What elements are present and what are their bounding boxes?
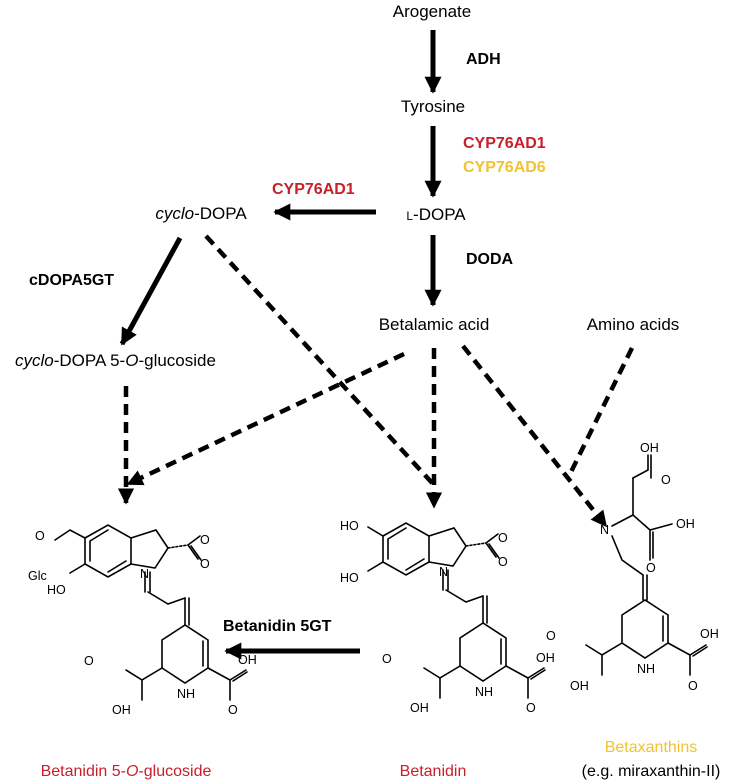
caption-betanidin: Betanidin bbox=[400, 763, 467, 780]
structure-betanin: Glc O HO N O O NH OH OH O O bbox=[28, 524, 257, 717]
caption-betanin: Betanidin 5-O-glucoside bbox=[41, 763, 212, 780]
cyclo-rest: -DOPA bbox=[194, 204, 247, 223]
glucoside-o: O bbox=[125, 351, 138, 370]
atom-o-carbonyl-glc: O bbox=[200, 557, 210, 571]
atom-ho-glc: HO bbox=[47, 583, 66, 597]
enzyme-cyp76ad6: CYP76AD6 bbox=[463, 159, 546, 176]
enzyme-adh: ADH bbox=[466, 51, 501, 68]
atom-nh-betanidin: NH bbox=[475, 685, 493, 699]
dashed-cyclo-dopa-to-betanidin bbox=[204, 234, 436, 487]
glucoside-mid: -DOPA 5- bbox=[54, 351, 125, 370]
node-tyrosine: Tyrosine bbox=[401, 97, 465, 116]
structure-betaxanthin: OH O N OH O NH OH OH O O bbox=[546, 441, 719, 693]
atom-ho-top-betanidin: HO bbox=[340, 519, 359, 533]
atom-oh-left-betanidin: OH bbox=[410, 701, 429, 715]
node-betalamic-acid: Betalamic acid bbox=[379, 315, 490, 334]
atom-oh-mid-betaxanthin: OH bbox=[676, 517, 695, 531]
atom-n-betaxanthin: N bbox=[600, 523, 609, 537]
atom-o-glc: O bbox=[35, 529, 45, 543]
dashed-betalamic-to-betanin bbox=[126, 351, 405, 487]
atom-o-carbox-betanidin: O bbox=[498, 531, 508, 545]
atom-oh-left-betaxanthin: OH bbox=[570, 679, 589, 693]
glucoside-italic: cyclo bbox=[15, 351, 54, 370]
atom-glc: Glc bbox=[28, 569, 47, 583]
node-cyclo-dopa: cyclo-DOPA bbox=[155, 204, 247, 223]
dashed-betalamic-to-betaxanthins bbox=[461, 344, 608, 528]
caption-betaxanthins-example: (e.g. miraxanthin-II) bbox=[582, 763, 721, 780]
l-dopa-rest: -DOPA bbox=[413, 205, 466, 224]
enzyme-cyp76ad1-tyrosine: CYP76AD1 bbox=[463, 135, 546, 152]
atom-oh-right-glc: OH bbox=[238, 653, 257, 667]
atom-nh-betaxanthin: NH bbox=[637, 662, 655, 676]
atom-o-left-betaxanthin: O bbox=[546, 629, 556, 643]
enzyme-betanidin-5gt: Betanidin 5GT bbox=[223, 618, 332, 635]
atom-nh-glc: NH bbox=[177, 687, 195, 701]
atom-o-left-betanidin: O bbox=[382, 652, 392, 666]
enzyme-cdopa5gt: cDOPA5GT bbox=[29, 272, 114, 289]
atom-ho-bottom-betanidin: HO bbox=[340, 571, 359, 585]
atom-oh-right-betanidin: OH bbox=[536, 651, 555, 665]
atom-o-left-glc: O bbox=[84, 654, 94, 668]
atom-n-betanidin: N bbox=[439, 565, 448, 579]
atom-oh-top-betaxanthin: OH bbox=[640, 441, 659, 455]
atom-o-top-betaxanthin: O bbox=[661, 473, 671, 487]
glucoside-end: -glucoside bbox=[138, 351, 216, 370]
atom-n-glc: N bbox=[140, 567, 149, 581]
caption-betanin-end: -glucoside bbox=[138, 763, 211, 780]
atom-o-right-betaxanthin: O bbox=[688, 679, 698, 693]
node-l-dopa: L-DOPA bbox=[406, 205, 466, 224]
arrow-cyclo-dopa-to-glucoside bbox=[119, 236, 183, 346]
l-prefix: L bbox=[406, 209, 413, 223]
node-cyclo-dopa-glucoside: cyclo-DOPA 5-O-glucoside bbox=[15, 351, 216, 370]
cyclo-italic: cyclo bbox=[155, 204, 194, 223]
atom-o-carbonyl-betanidin: O bbox=[498, 555, 508, 569]
atom-oh-right-betaxanthin: OH bbox=[700, 627, 719, 641]
enzyme-doda: DODA bbox=[466, 251, 514, 268]
caption-betanin-main: Betanidin 5- bbox=[41, 763, 126, 780]
node-amino-acids: Amino acids bbox=[587, 315, 680, 334]
atom-o-carbox-glc: O bbox=[200, 533, 210, 547]
structure-betanidin: HO HO N O O NH OH OH O O bbox=[340, 519, 555, 715]
atom-o-right-glc: O bbox=[228, 703, 238, 717]
node-arogenate: Arogenate bbox=[393, 2, 471, 21]
enzyme-cyp76ad1-cyclization: CYP76AD1 bbox=[272, 181, 355, 198]
dashed-amino-acids-to-betaxanthins bbox=[568, 347, 635, 473]
atom-o-right-betanidin: O bbox=[526, 701, 536, 715]
caption-betaxanthins: Betaxanthins bbox=[605, 739, 698, 756]
atom-o-mid-betaxanthin: O bbox=[646, 561, 656, 575]
caption-betanin-o: O bbox=[126, 763, 138, 780]
atom-oh-left-glc: OH bbox=[112, 703, 131, 717]
